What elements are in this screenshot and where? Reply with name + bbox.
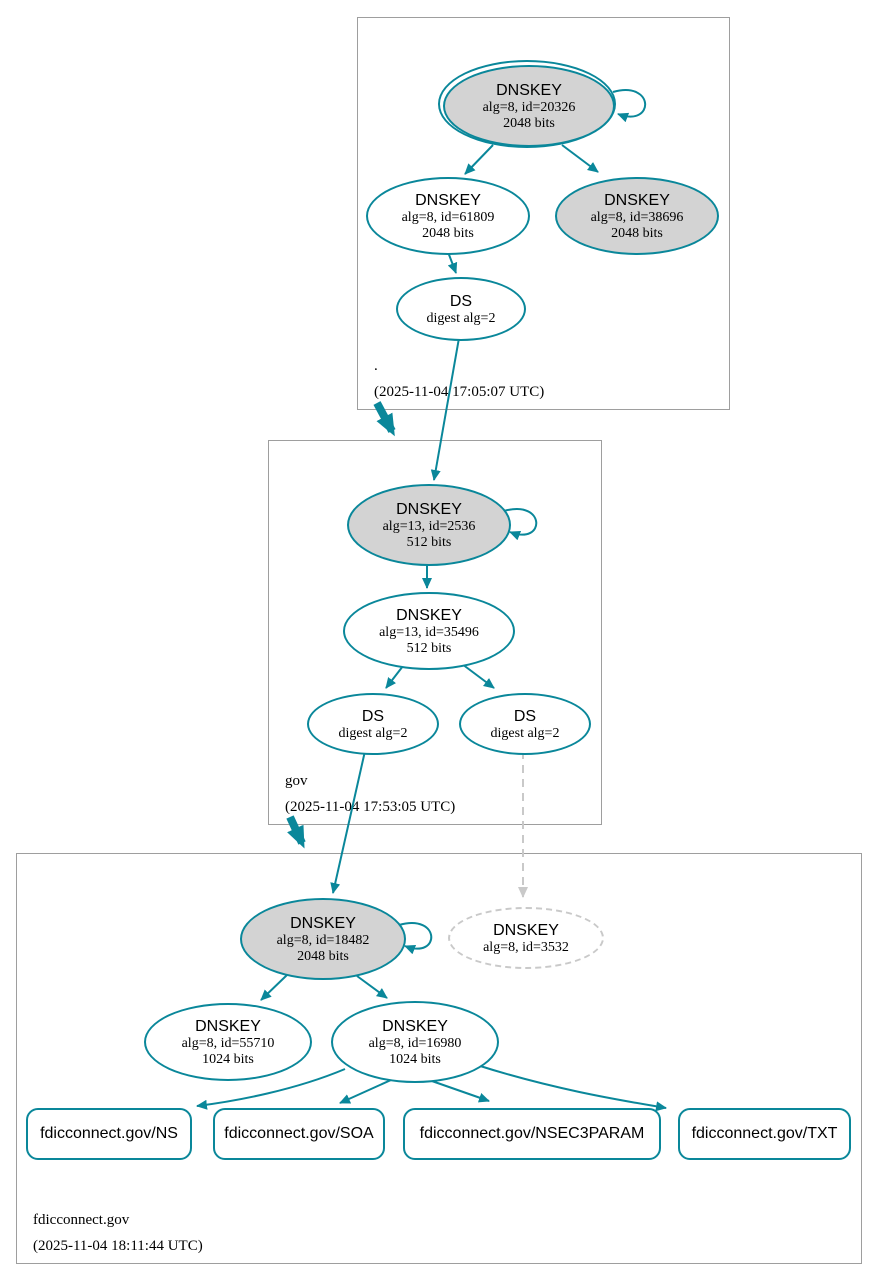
node-title: DS [513,707,537,725]
node-alg-id: alg=8, id=16980 [368,1035,462,1051]
node-bits: 512 bits [406,640,452,656]
node-bits: 2048 bits [422,225,474,241]
node-title: DNSKEY [396,606,462,624]
node-bits: 2048 bits [611,225,663,241]
node-title: DNSKEY [290,914,356,932]
node-fdic-zsk-16980[interactable]: DNSKEY alg=8, id=16980 1024 bits [331,1001,499,1083]
node-title: DNSKEY [493,921,559,939]
node-digest-alg: digest alg=2 [426,310,496,326]
node-digest-alg: digest alg=2 [490,725,560,741]
zone-timestamp-fdicconnect: (2025-11-04 18:11:44 UTC) [33,1238,203,1254]
node-bits: 2048 bits [503,115,555,131]
zone-timestamp-root: (2025-11-04 17:05:07 UTC) [374,384,545,400]
rrset-fdicconnect-txt[interactable]: fdicconnect.gov/TXT [678,1108,851,1160]
node-fdic-zsk-55710[interactable]: DNSKEY alg=8, id=55710 1024 bits [144,1003,312,1081]
node-alg-id: alg=13, id=35496 [379,624,479,640]
node-title: DS [449,292,473,310]
node-title: DNSKEY [496,81,562,99]
zone-label-gov: gov [285,773,308,789]
zone-label-fdicconnect: fdicconnect.gov [33,1212,130,1228]
node-title: DS [361,707,385,725]
rrset-label: fdicconnect.gov/NS [40,1125,178,1142]
node-title: DNSKEY [382,1017,448,1035]
rrset-fdicconnect-nsec3param[interactable]: fdicconnect.gov/NSEC3PARAM [403,1108,661,1160]
rrset-label: fdicconnect.gov/SOA [224,1125,374,1142]
node-title: DNSKEY [415,191,481,209]
node-root-zsk-61809[interactable]: DNSKEY alg=8, id=61809 2048 bits [366,177,530,255]
node-title: DNSKEY [195,1017,261,1035]
node-alg-id: alg=8, id=20326 [482,99,576,115]
zone-label-root: . [374,358,378,374]
node-alg-id: alg=8, id=55710 [181,1035,275,1051]
node-title: DNSKEY [396,500,462,518]
rrset-label: fdicconnect.gov/TXT [691,1125,838,1142]
node-alg-id: alg=8, id=3532 [483,939,569,955]
node-alg-id: alg=8, id=18482 [276,932,370,948]
node-alg-id: alg=8, id=38696 [590,209,684,225]
rrset-label: fdicconnect.gov/NSEC3PARAM [419,1125,645,1142]
node-alg-id: alg=8, id=61809 [401,209,495,225]
node-fdic-key-3532-missing[interactable]: DNSKEY alg=8, id=3532 [448,907,604,969]
zone-timestamp-gov: (2025-11-04 17:53:05 UTC) [285,799,456,815]
node-title: DNSKEY [604,191,670,209]
zone-box-gov: gov (2025-11-04 17:53:05 UTC) [268,440,602,825]
node-gov-ds-right[interactable]: DS digest alg=2 [459,693,591,755]
rrset-fdicconnect-ns[interactable]: fdicconnect.gov/NS [26,1108,192,1160]
node-root-ds[interactable]: DS digest alg=2 [396,277,526,341]
node-bits: 2048 bits [297,948,349,964]
node-gov-zsk-35496[interactable]: DNSKEY alg=13, id=35496 512 bits [343,592,515,670]
node-bits: 1024 bits [389,1051,441,1067]
node-alg-id: alg=13, id=2536 [382,518,476,534]
node-gov-ksk-2536[interactable]: DNSKEY alg=13, id=2536 512 bits [347,484,511,566]
node-root-key-38696[interactable]: DNSKEY alg=8, id=38696 2048 bits [555,177,719,255]
node-digest-alg: digest alg=2 [338,725,408,741]
node-gov-ds-left[interactable]: DS digest alg=2 [307,693,439,755]
node-bits: 1024 bits [202,1051,254,1067]
rrset-fdicconnect-soa[interactable]: fdicconnect.gov/SOA [213,1108,385,1160]
node-bits: 512 bits [406,534,452,550]
zone-box-fdicconnect: fdicconnect.gov (2025-11-04 18:11:44 UTC… [16,853,862,1264]
node-fdic-ksk-18482[interactable]: DNSKEY alg=8, id=18482 2048 bits [240,898,406,980]
node-root-ksk-20326[interactable]: DNSKEY alg=8, id=20326 2048 bits [438,60,616,148]
